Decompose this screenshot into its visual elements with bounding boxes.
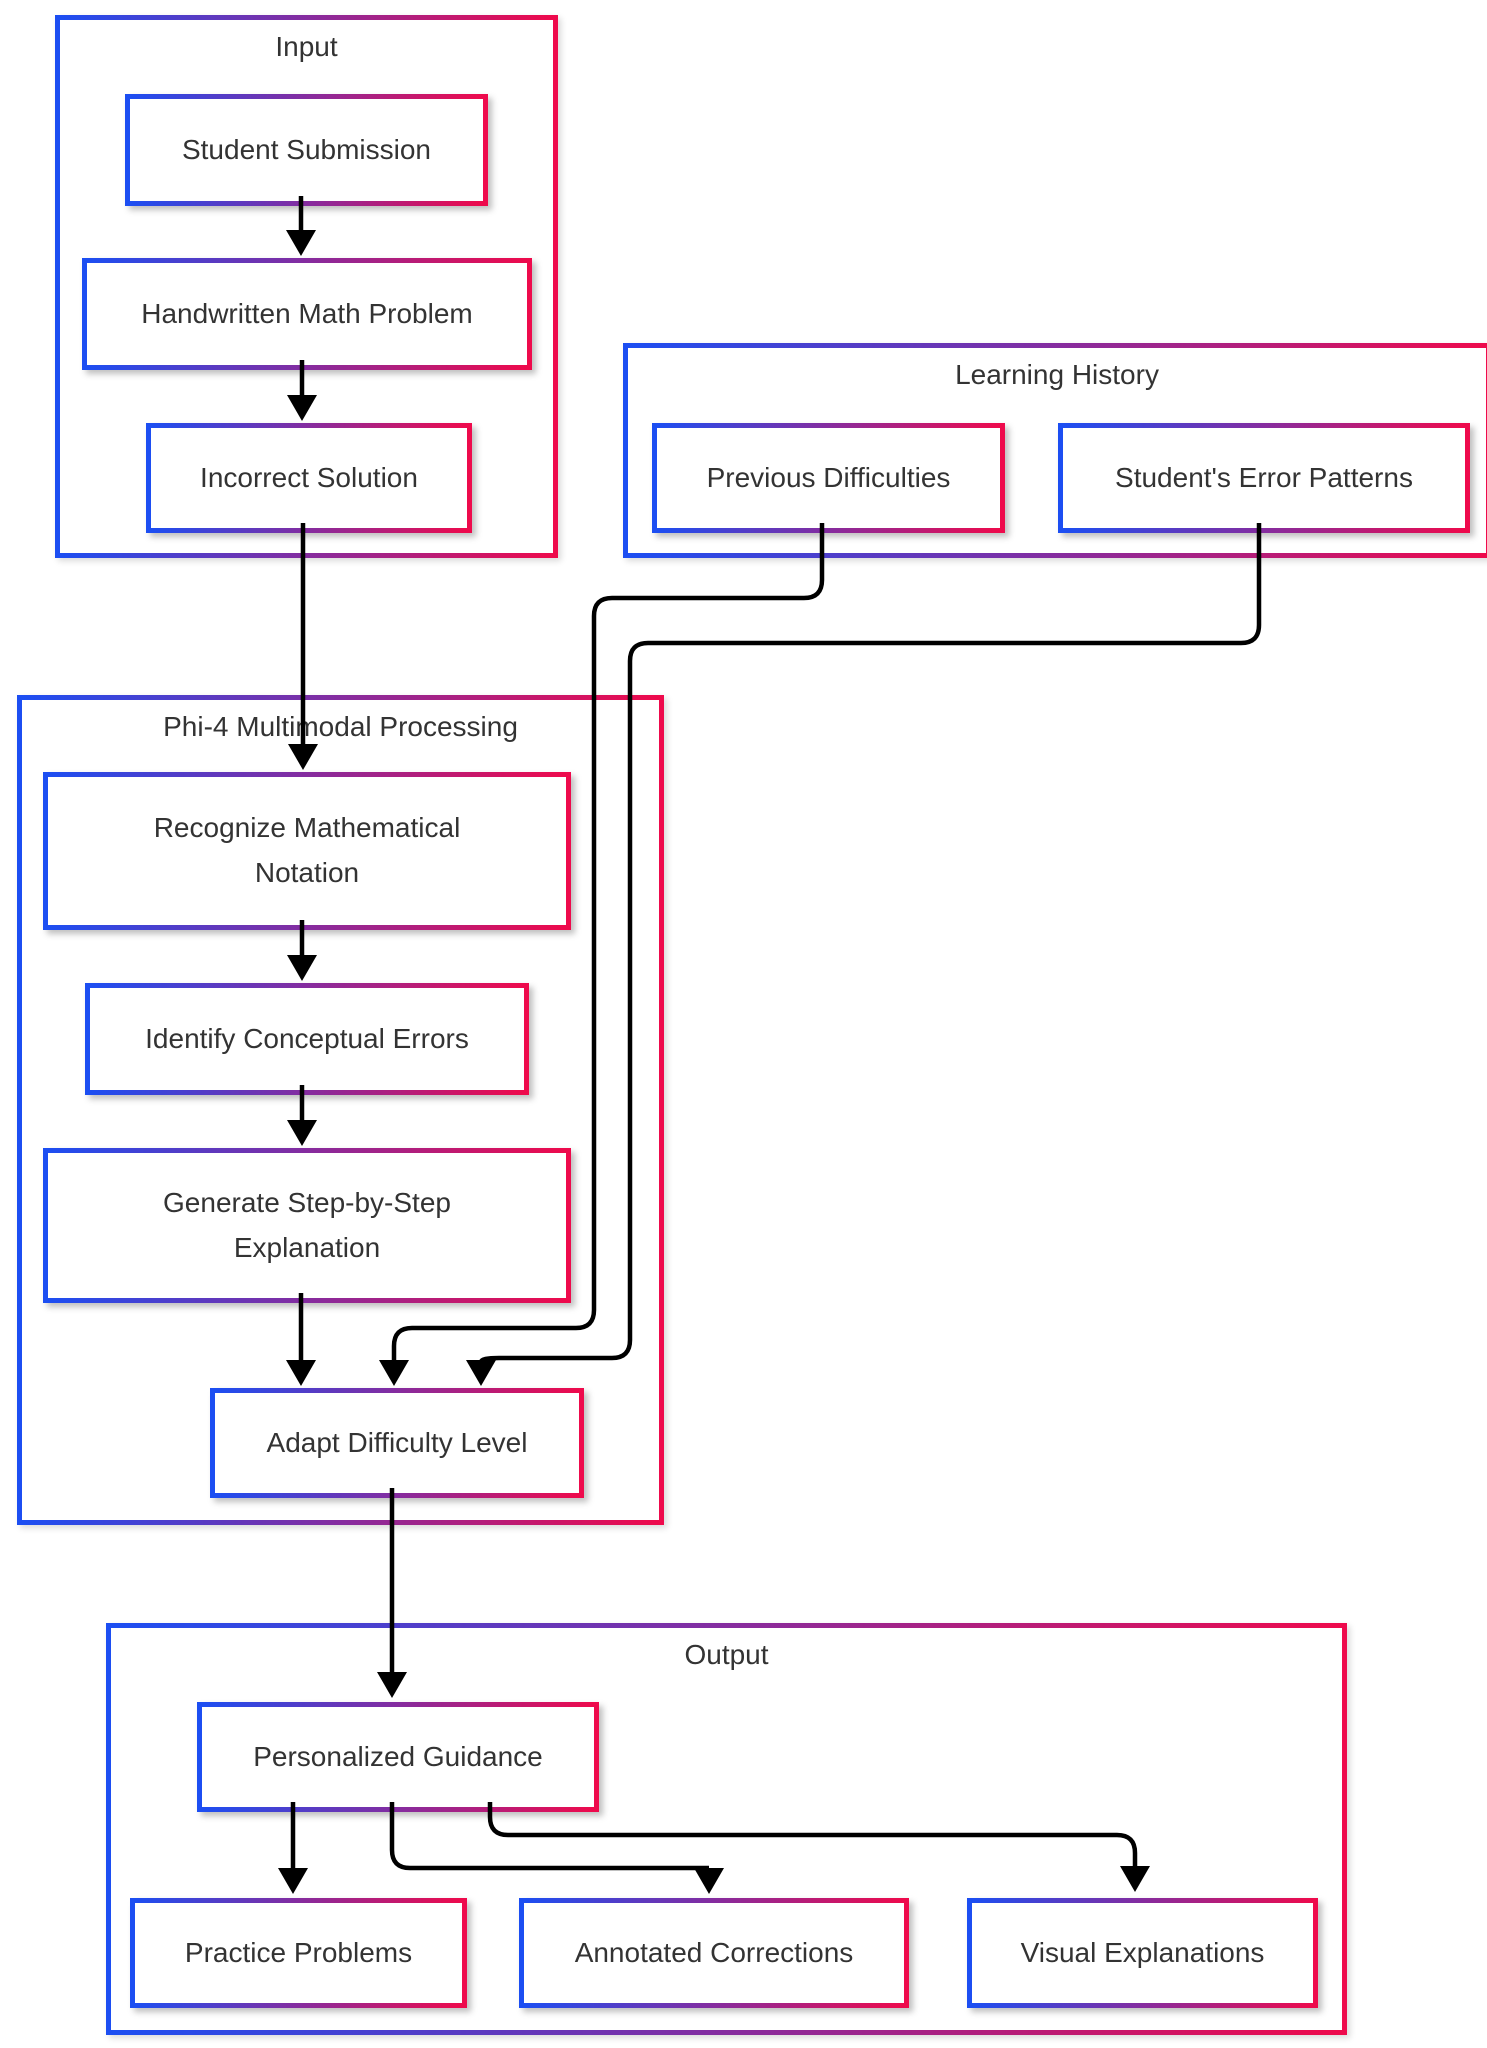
node-incorrect-solution: Incorrect Solution <box>146 423 472 533</box>
node-identify-conceptual-errors: Identify Conceptual Errors <box>85 983 529 1095</box>
group-input-title: Input <box>275 31 338 62</box>
node-adapt-difficulty-level: Adapt Difficulty Level <box>210 1388 584 1498</box>
node-previous-difficulties: Previous Difficulties <box>652 423 1005 533</box>
node-handwritten-math-problem-label: Handwritten Math Problem <box>141 297 473 329</box>
node-handwritten-math-problem: Handwritten Math Problem <box>82 258 532 370</box>
node-adapt-difficulty-level-label: Adapt Difficulty Level <box>266 1426 528 1458</box>
node-generate-step-by-step-explanation: Generate Step-by-Step Explanation <box>43 1148 571 1303</box>
group-learning-history-title: Learning History <box>955 359 1159 390</box>
node-personalized-guidance-label: Personalized Guidance <box>253 1740 543 1772</box>
node-student-submission: Student Submission <box>125 94 488 206</box>
node-practice-problems: Practice Problems <box>130 1898 467 2008</box>
node-identify-conceptual-errors-label: Identify Conceptual Errors <box>145 1022 469 1054</box>
group-phi4-processing-title: Phi-4 Multimodal Processing <box>163 711 518 742</box>
node-practice-problems-label: Practice Problems <box>184 1936 413 1968</box>
node-incorrect-solution-label: Incorrect Solution <box>200 461 418 493</box>
node-student-submission-label: Student Submission <box>181 133 432 165</box>
node-visual-explanations-label: Visual Explanations <box>1020 1936 1265 1968</box>
node-previous-difficulties-label: Previous Difficulties <box>706 461 951 493</box>
node-recognize-mathematical-notation-label: Recognize Mathematical Notation <box>153 812 461 888</box>
node-visual-explanations: Visual Explanations <box>967 1898 1318 2008</box>
node-annotated-corrections-label: Annotated Corrections <box>574 1936 854 1968</box>
group-output-title: Output <box>684 1639 769 1670</box>
node-students-error-patterns: Student's Error Patterns <box>1058 423 1470 533</box>
node-annotated-corrections: Annotated Corrections <box>519 1898 909 2008</box>
node-students-error-patterns-label: Student's Error Patterns <box>1115 461 1413 493</box>
node-recognize-mathematical-notation: Recognize Mathematical Notation <box>43 772 571 930</box>
node-generate-step-by-step-explanation-label: Generate Step-by-Step Explanation <box>163 1186 451 1263</box>
node-personalized-guidance: Personalized Guidance <box>197 1702 599 1812</box>
